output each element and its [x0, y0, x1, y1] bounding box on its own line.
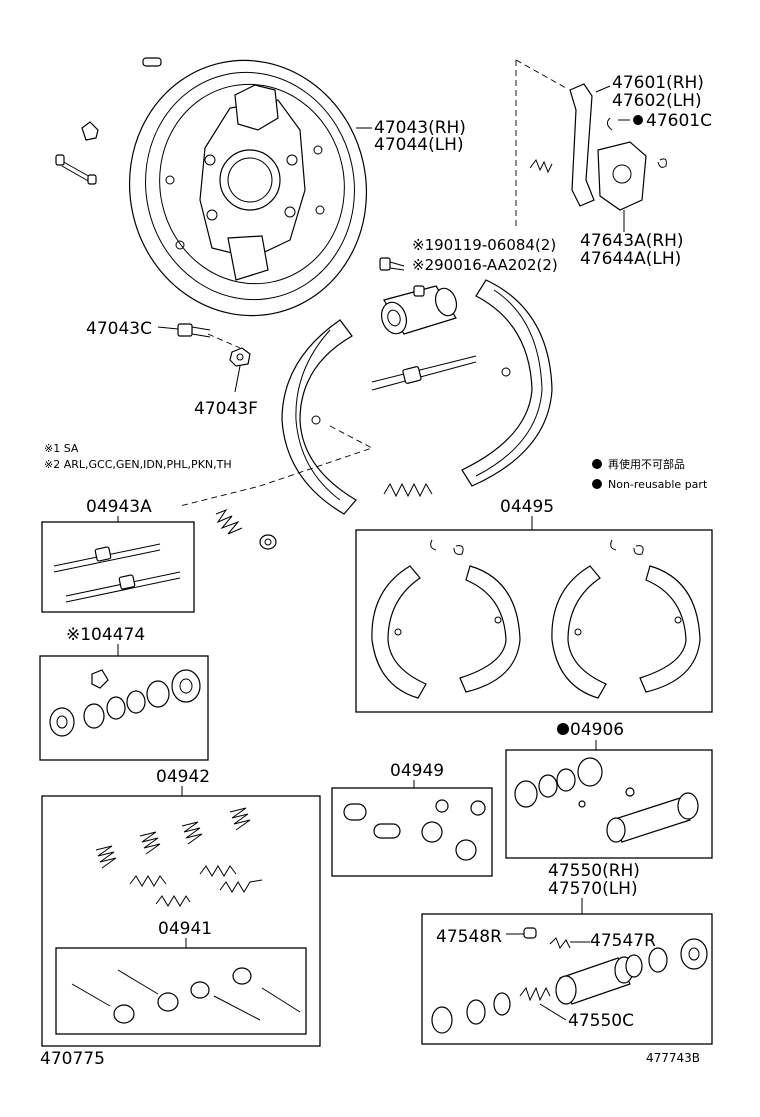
non-reusable-marker-04906 — [557, 723, 569, 735]
label-strut-rh: 47643A(RH) — [580, 231, 684, 251]
wheel-cylinder-box — [421, 913, 713, 1045]
label-47547r: 47547R — [590, 931, 656, 951]
label-kit-04943a: 04943A — [86, 497, 152, 517]
legend-dot-jp — [592, 459, 602, 469]
label-strut-lh: 47644A(LH) — [580, 249, 681, 269]
adjuster-strut — [371, 355, 477, 391]
backing-plate — [128, 57, 368, 317]
label-lever-clip: 47601C — [646, 111, 712, 131]
kit-04474-box — [39, 655, 209, 761]
label-kit-04942: 04942 — [156, 767, 210, 787]
hold-down-spring — [215, 508, 277, 550]
wheel-cylinder-parts — [431, 927, 708, 1034]
note-2: ※2 ARL,GCC,GEN,IDN,PHL,PKN,TH — [44, 458, 232, 471]
label-47550c: 47550C — [568, 1011, 634, 1031]
legend-en: Non-reusable part — [608, 478, 708, 491]
kit-04943a-parts — [53, 543, 181, 603]
kit-04949-box — [331, 787, 493, 877]
kit-04942-box — [41, 795, 321, 1047]
brake-shoe-right — [461, 279, 553, 487]
kit-04906-parts — [514, 757, 699, 843]
label-47043f: 47043F — [194, 399, 258, 419]
legend-dot-en — [592, 479, 602, 489]
kit-04941-box — [55, 947, 307, 1035]
kit-04949-parts — [343, 799, 486, 861]
kit-04941-parts — [71, 967, 301, 1024]
label-lever-lh: 47602(LH) — [612, 91, 702, 111]
kit-04495-shoes-right — [551, 539, 701, 699]
kit-04495-shoes-left — [371, 539, 521, 699]
kit-04942-springs — [95, 807, 263, 907]
parking-lever — [529, 83, 667, 211]
note-1: ※1 SA — [44, 442, 79, 455]
label-kit-04474: ※104474 — [66, 625, 145, 645]
non-reusable-marker-47601c — [633, 115, 643, 125]
return-spring-lower — [383, 482, 433, 498]
kit-04906-box — [505, 749, 713, 859]
label-47548r: 47548R — [436, 927, 502, 947]
label-backing-plate-lh: 47044(LH) — [374, 135, 464, 155]
kit-04943a-box — [41, 521, 195, 613]
figure-number-left: 470775 — [40, 1049, 105, 1069]
label-kit-04949: 04949 — [390, 761, 444, 781]
label-cyl-lh: 47570(LH) — [548, 879, 638, 899]
kit-04474-parts — [49, 669, 201, 737]
label-cyl-rh: 47550(RH) — [548, 861, 640, 881]
label-backing-plate-rh: 47043(RH) — [374, 118, 466, 138]
label-bolt-1: ※190119-06084(2) — [412, 236, 556, 254]
label-lever-rh: 47601(RH) — [612, 73, 704, 93]
nut-47043f — [229, 347, 251, 367]
label-47043c: 47043C — [86, 319, 152, 339]
label-kit-04906: 04906 — [570, 720, 624, 740]
kit-04495-box — [355, 529, 713, 713]
brake-shoe-left — [281, 319, 357, 515]
label-kit-04495: 04495 — [500, 497, 554, 517]
figure-number-right: 477743B — [646, 1051, 700, 1065]
wheel-cylinder-top — [380, 285, 458, 335]
bolt-47043c — [177, 323, 211, 338]
stud-bolt — [55, 121, 99, 185]
label-kit-04941: 04941 — [158, 919, 212, 939]
legend-jp: 再使用不可部品 — [608, 457, 685, 471]
bleeder-bolt — [379, 257, 405, 271]
label-bolt-2: ※290016-AA202(2) — [412, 256, 558, 274]
